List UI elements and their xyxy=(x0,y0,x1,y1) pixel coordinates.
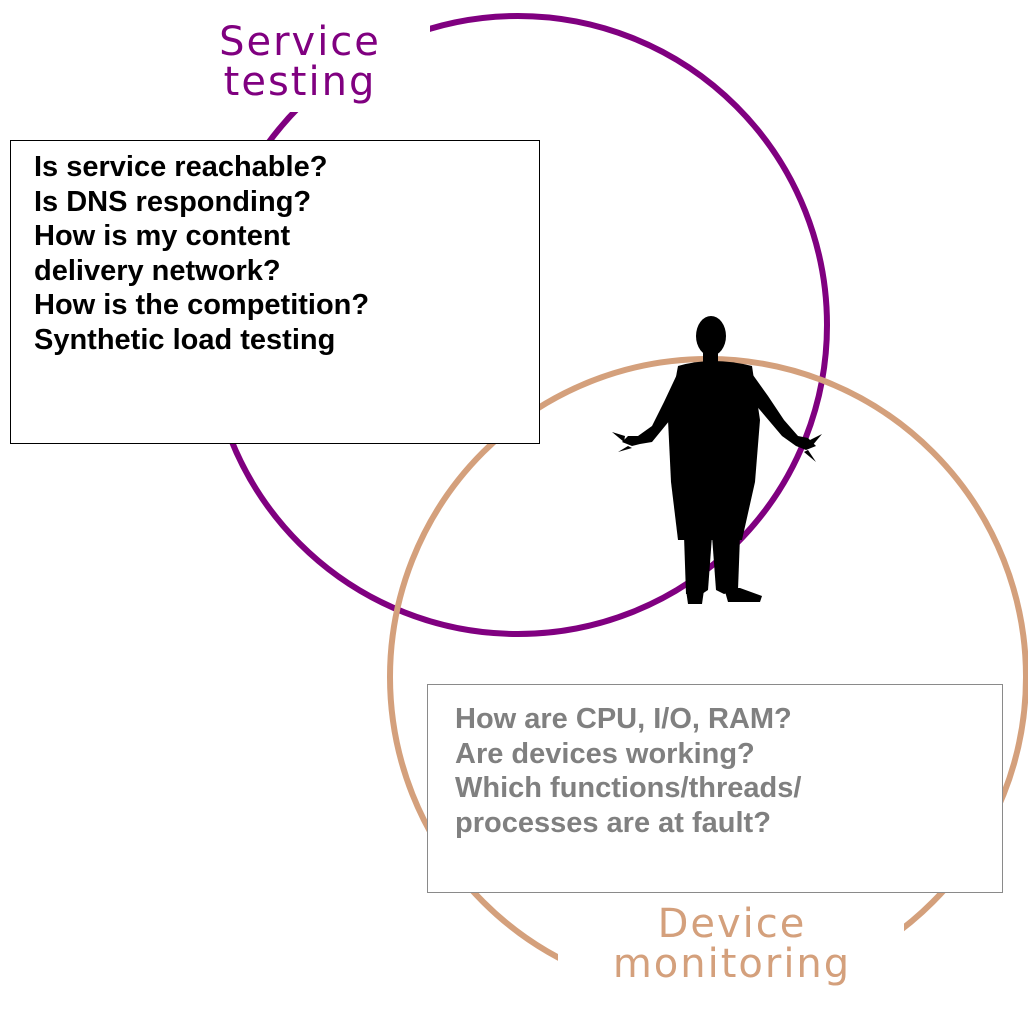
device-question-4: processes are at fault? xyxy=(455,806,771,839)
device-monitoring-label-line-2: monitoring xyxy=(612,941,852,987)
device-monitoring-label-second: monitoring xyxy=(578,944,886,984)
service-label-mask xyxy=(180,8,430,112)
device-monitoring-questions-box: How are CPU, I/O, RAM? Are devices worki… xyxy=(427,684,1003,893)
service-question-6: Synthetic load testing xyxy=(34,323,336,356)
person-shrugging-icon xyxy=(612,316,822,604)
service-question-5: How is the competition? xyxy=(34,289,370,321)
device-monitoring-label-line-1: Device xyxy=(657,901,807,947)
device-monitoring-label: Device xyxy=(628,904,836,944)
device-question-3: Which functions/threads/ xyxy=(455,772,802,804)
service-question-3: How is my content xyxy=(34,220,291,252)
service-testing-label-line-1: Service xyxy=(219,19,381,65)
service-question-1: Is service reachable? xyxy=(34,151,328,183)
service-question-2: Is DNS responding? xyxy=(34,185,312,218)
device-question-2: Are devices working? xyxy=(455,737,755,770)
service-testing-label-line-2: testing xyxy=(223,59,377,105)
device-label-mask xyxy=(558,898,904,1021)
service-testing-questions-box: Is service reachable? Is DNS responding?… xyxy=(10,140,540,444)
service-testing-label: Service testing xyxy=(185,22,415,102)
service-question-4: delivery network? xyxy=(34,254,281,287)
device-question-1: How are CPU, I/O, RAM? xyxy=(455,703,792,735)
